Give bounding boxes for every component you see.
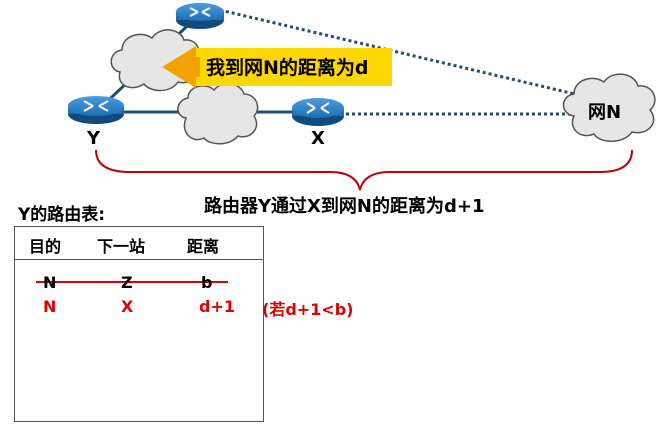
header-destination: 目的: [29, 237, 62, 256]
table-header: 目的 下一站 距离: [15, 227, 263, 260]
router-icon: [292, 98, 344, 126]
old-row-next-hop: Z: [121, 273, 133, 292]
message-label: 我到网N的距离为d: [206, 57, 369, 79]
arrow-left-icon: [162, 46, 392, 88]
update-condition: (若d+1<b): [262, 300, 354, 319]
new-row-destination: N: [43, 297, 57, 316]
cloud-icon: [177, 82, 259, 145]
header-next-hop: 下一站: [97, 237, 146, 256]
header-distance: 距离: [187, 237, 220, 256]
routing-table: 目的 下一站 距离 N Z b N X d+1: [14, 226, 264, 422]
old-row-distance: b: [201, 273, 213, 292]
cloud-icon: [562, 73, 656, 142]
network-label: 网N: [588, 102, 622, 123]
table-title: Y的路由表:: [18, 205, 106, 225]
new-row-distance: d+1: [199, 297, 235, 316]
dotted-link-top-n: [219, 8, 601, 102]
router-icon: [68, 96, 124, 124]
router-x-label: X: [311, 128, 325, 149]
curly-brace-icon: [95, 149, 633, 191]
brace-caption: 路由器Y通过X到网N的距离为d+1: [204, 196, 485, 217]
router-y-label: Y: [87, 128, 101, 149]
new-row-next-hop: X: [121, 297, 134, 316]
router-icon: [176, 3, 224, 29]
old-row-destination: N: [43, 273, 57, 292]
